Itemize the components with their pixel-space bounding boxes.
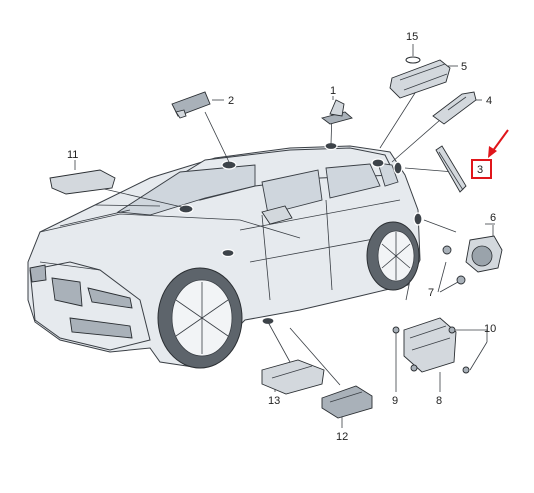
- callout-13: 13: [268, 395, 280, 407]
- callout-9: 9: [392, 395, 398, 407]
- part-6-sensor-housing: [465, 235, 503, 273]
- callout-15: 15: [406, 31, 418, 43]
- highlight-arrow-head: [488, 146, 497, 158]
- headlight-right: [29, 264, 47, 283]
- mount-spots: [178, 141, 423, 326]
- part-1-roof-antenna: [320, 99, 353, 125]
- callout-12: 12: [336, 431, 348, 443]
- front-grille: [51, 277, 83, 307]
- highlight-marker: [471, 129, 509, 179]
- car-illustration: [27, 145, 421, 369]
- side-mirror: [261, 205, 293, 225]
- part-7-screws: [442, 245, 466, 285]
- callout-6: 6: [490, 212, 496, 224]
- callout-7: 7: [428, 287, 434, 299]
- part-10-screws: [448, 326, 470, 374]
- callout-10: 10: [484, 323, 496, 335]
- part-8-control-unit: [403, 317, 457, 373]
- side-window-quarter: [377, 162, 399, 187]
- part-15-o-ring: [405, 56, 421, 64]
- headlight-left: [87, 287, 133, 309]
- callout-labels: 1 2 3 4 5 6 7 8 9 10 11 12 13 15: [67, 31, 496, 443]
- callout-4: 4: [486, 95, 492, 107]
- lower-grille: [69, 317, 133, 339]
- callout-5: 5: [461, 61, 467, 73]
- callout-8: 8: [436, 395, 442, 407]
- part-13-bracket: [261, 359, 325, 395]
- part-12-control-unit: [321, 385, 373, 419]
- side-window-rear: [325, 163, 381, 199]
- part-2-sensor-module: [171, 91, 211, 119]
- callout-11: 11: [67, 149, 78, 161]
- callout-1: 1: [330, 85, 336, 97]
- part-5-control-unit: [389, 59, 451, 99]
- part-3-antenna-strip: [435, 145, 467, 193]
- part-4-mounting-bracket: [432, 91, 477, 125]
- callout-2: 2: [228, 95, 234, 107]
- callout-3: 3: [477, 164, 483, 176]
- windshield: [116, 164, 256, 216]
- part-9-screws: [392, 326, 418, 372]
- side-window-front: [261, 169, 323, 215]
- highlight-box: [471, 159, 492, 179]
- part-11-cover-pad: [49, 169, 116, 195]
- highlight-arrow-shaft: [491, 129, 509, 153]
